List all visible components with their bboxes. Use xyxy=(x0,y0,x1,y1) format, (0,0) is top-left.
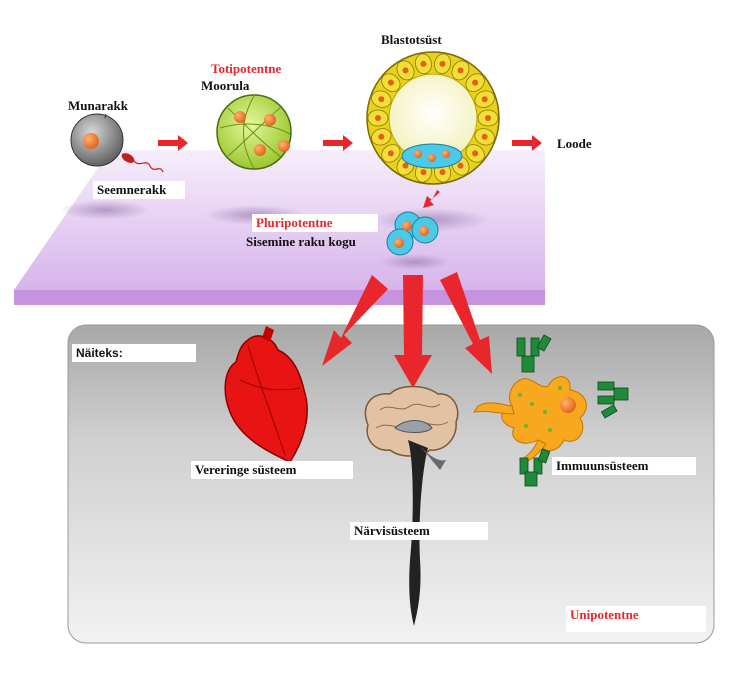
trophoblast-nucleus xyxy=(439,60,446,67)
morula xyxy=(216,94,292,170)
sperm-cell-label: Seemnerakk xyxy=(93,181,185,199)
trophoblast-nucleus xyxy=(481,96,488,103)
egg-cell xyxy=(70,113,124,167)
totipotent-label: Totipotentne xyxy=(211,61,282,76)
differentiation-arrows xyxy=(322,272,492,388)
progression-arrows xyxy=(158,135,542,208)
circulatory-system-label: Vereringe süsteem xyxy=(191,461,353,479)
trophoblast-nucleus xyxy=(378,133,385,140)
trophoblast-nucleus xyxy=(472,150,479,157)
trophoblast-nucleus xyxy=(472,79,479,86)
trophoblast-nucleus xyxy=(387,79,394,86)
unipotent-label: Unipotentne xyxy=(566,606,706,632)
trophoblast-nucleus xyxy=(420,60,427,67)
antibody-icons xyxy=(516,334,629,487)
examples-panel xyxy=(67,324,715,644)
trophoblast-nucleus xyxy=(402,67,409,74)
trophoblast-nucleus xyxy=(420,169,427,176)
fetus-label: Loode xyxy=(557,136,592,151)
trophoblast-nucleus xyxy=(375,115,381,121)
trophoblast-nucleus xyxy=(481,133,488,140)
inner-cell-mass xyxy=(386,211,439,256)
sperm-cell xyxy=(121,153,164,173)
morula-label: Moorula xyxy=(201,78,250,93)
nervous-system-label: Närvisüsteem xyxy=(350,522,488,540)
trophoblast-nucleus xyxy=(378,96,385,103)
blastocyst xyxy=(366,51,500,185)
blastocyst-label: Blastotsüst xyxy=(381,32,442,47)
pluripotent-label: Pluripotentne xyxy=(252,214,378,232)
egg-cell-label: Munarakk xyxy=(68,98,128,113)
trophoblast-nucleus xyxy=(439,169,446,176)
trophoblast-nucleus xyxy=(457,67,464,74)
immune-cell-illustration xyxy=(472,376,587,463)
trophoblast-nucleus xyxy=(402,162,409,169)
trophoblast-nucleus xyxy=(387,150,394,157)
inner-cell-mass-label: Sisemine raku kogu xyxy=(246,234,356,249)
trophoblast-nucleus xyxy=(457,162,464,169)
trophoblast-nucleus xyxy=(485,115,491,121)
examples-label: Näiteks: xyxy=(72,344,196,362)
brain-illustration xyxy=(364,385,459,457)
immune-system-label: Immuunsüsteem xyxy=(552,457,696,475)
